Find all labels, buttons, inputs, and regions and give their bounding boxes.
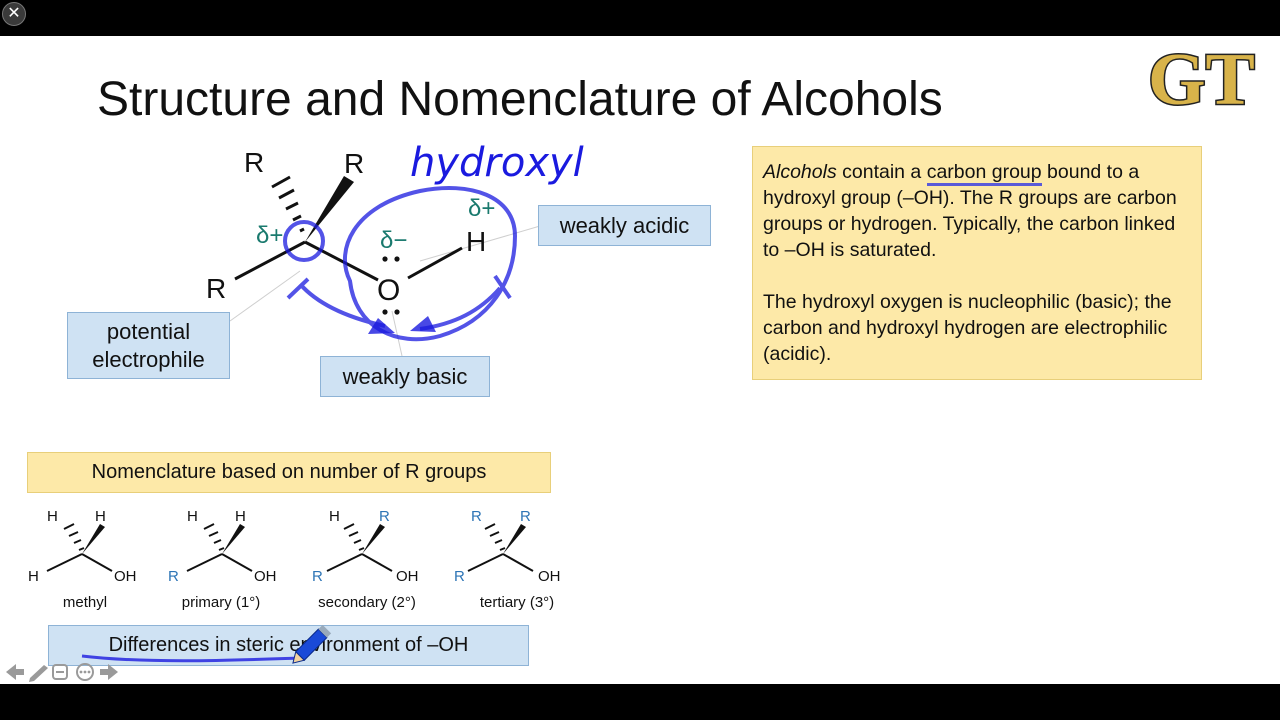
charge-hydrogen: δ+ (468, 195, 495, 222)
structure-methyl-top-right: H (95, 508, 106, 525)
atom-r-top-right: R (344, 148, 364, 179)
info-carbon-group: carbon group (926, 161, 1042, 186)
charge-oxygen: δ− (380, 227, 407, 254)
label-potential-electrophile: potential electrophile (67, 312, 230, 379)
more-icon[interactable] (76, 663, 94, 681)
pen-cursor-icon (292, 624, 332, 664)
info-alcohols-term: Alcohols (763, 161, 837, 183)
structure-secondary-label: secondary (2°) (318, 594, 416, 611)
hashed-bond (271, 175, 305, 233)
charge-carbon: δ+ (256, 222, 283, 249)
info-paragraph-1: Alcohols contain a carbon group bound to… (763, 159, 1191, 263)
structure-secondary-top-left: H (329, 508, 340, 525)
pen-icon[interactable] (29, 665, 48, 682)
structure-methyl: H H H OH methyl (28, 508, 137, 611)
structure-tertiary-label: tertiary (3°) (480, 594, 554, 611)
structure-secondary-top-right: R (379, 508, 390, 525)
structure-secondary-right: OH (396, 568, 419, 585)
structure-tertiary-top-left: R (471, 508, 482, 525)
structure-tertiary-right: OH (538, 568, 561, 585)
structure-methyl-left: H (28, 568, 39, 585)
info-p1-a: contain a (836, 161, 927, 183)
structure-methyl-top-left: H (47, 508, 58, 525)
structure-primary-right: OH (254, 568, 277, 585)
footer-ink (81, 624, 332, 664)
info-box: Alcohols contain a carbon group bound to… (752, 146, 1202, 380)
structure-tertiary-left: R (454, 568, 465, 585)
label-potential-line2: electrophile (92, 347, 205, 372)
structure-secondary: H R R OH secondary (2°) (312, 508, 419, 611)
atom-hydrogen: H (466, 226, 486, 257)
structure-tertiary-top-right: R (520, 508, 531, 525)
atom-oxygen: O (377, 274, 400, 307)
slides-icon[interactable] (52, 664, 68, 680)
structure-primary-left: R (168, 568, 179, 585)
close-icon[interactable]: ✕ (2, 2, 26, 26)
page-title: Structure and Nomenclature of Alcohols (97, 73, 943, 126)
structure-tertiary: R R R OH tertiary (3°) (454, 508, 561, 611)
gt-logo: GT (1147, 42, 1257, 116)
structure-secondary-left: R (312, 568, 323, 585)
handwritten-hydroxyl: hydroxyl (410, 140, 584, 186)
slide-controls (4, 662, 124, 682)
label-potential-line1: potential (106, 319, 191, 344)
structure-primary-top-right: H (235, 508, 246, 525)
nomenclature-structures: H H H OH methyl H H R OH primary (1°) (28, 508, 561, 611)
arrow-right-icon[interactable] (100, 664, 118, 680)
label-weakly-acidic: weakly acidic (538, 205, 711, 246)
atom-r-left: R (206, 273, 226, 304)
alcohol-structure-diagram: R R R O H δ+ δ− δ+ hydroxyl (206, 140, 584, 357)
nomenclature-header: Nomenclature based on number of R groups (27, 452, 551, 493)
structure-primary-label: primary (1°) (182, 594, 261, 611)
label-weakly-basic: weakly basic (320, 356, 490, 397)
ink-annotations (283, 186, 518, 342)
structure-primary-top-left: H (187, 508, 198, 525)
info-paragraph-2: The hydroxyl oxygen is nucleophilic (bas… (763, 291, 1172, 365)
arrow-left-icon[interactable] (6, 664, 24, 680)
lone-pairs (382, 256, 400, 315)
structure-primary: H H R OH primary (1°) (168, 508, 277, 611)
slide: Structure and Nomenclature of Alcohols G… (0, 36, 1280, 684)
gt-logo-text: GT (1148, 42, 1255, 116)
info-p1-b: bound to a hydroxyl group (–OH). The R g… (763, 161, 1177, 261)
structure-methyl-right: OH (114, 568, 137, 585)
structure-methyl-label: methyl (63, 594, 107, 611)
atom-r-top-left: R (244, 147, 264, 178)
